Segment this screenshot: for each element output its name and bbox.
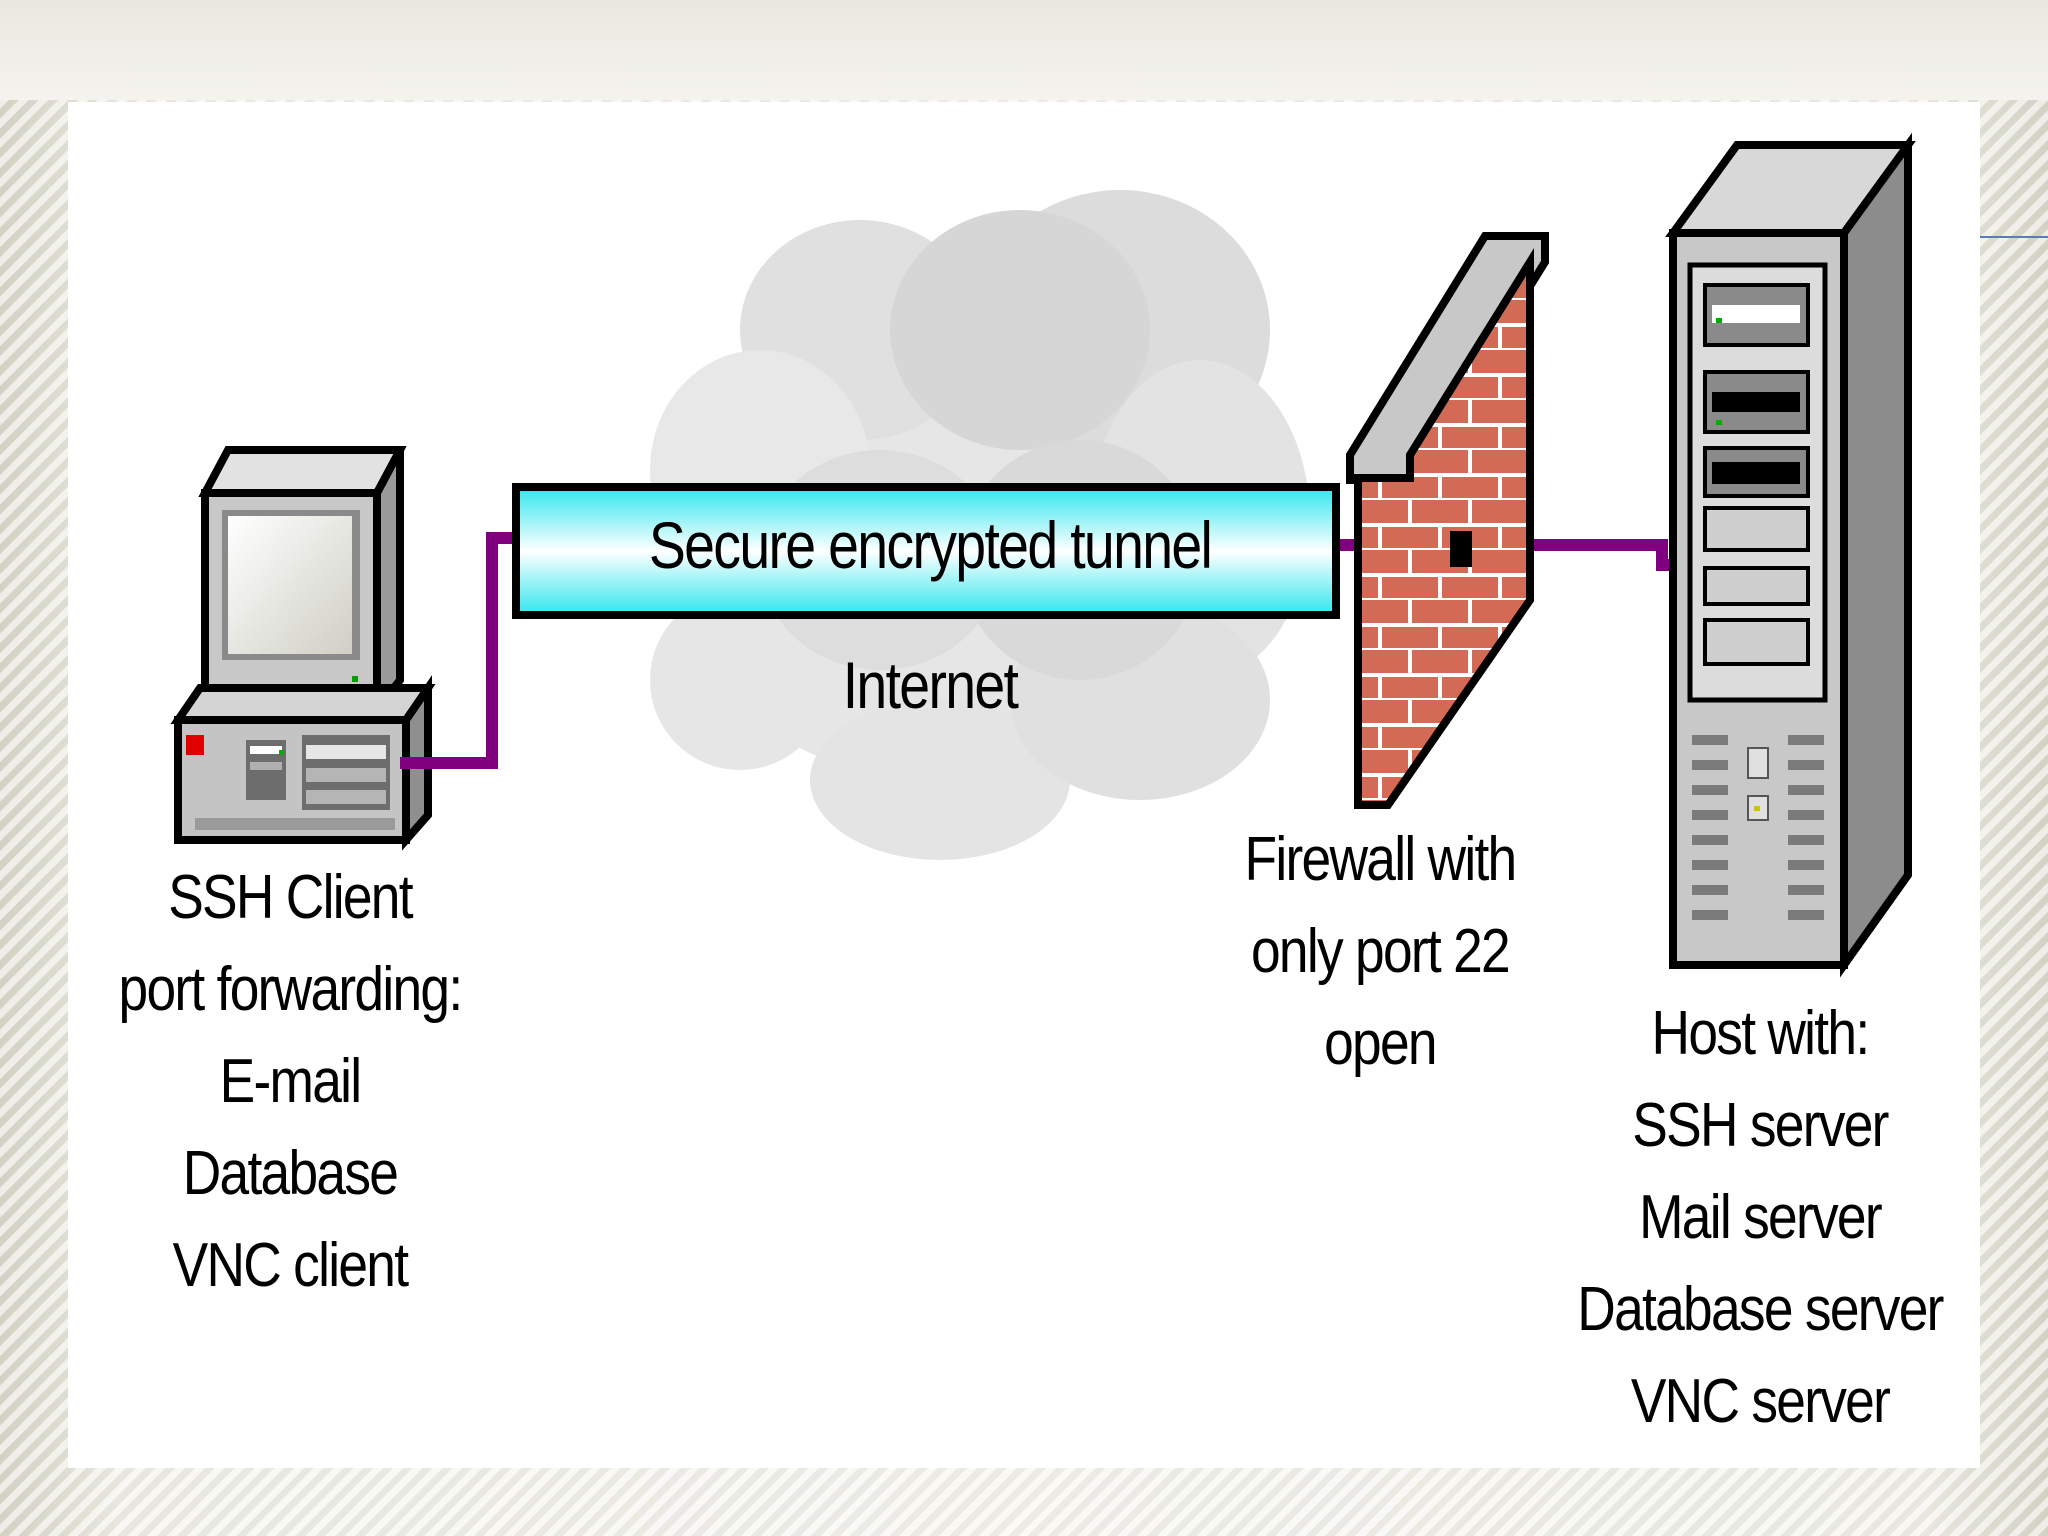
host-label-line: Mail server	[1639, 1183, 1883, 1252]
tunnel-label: Secure encrypted tunnel	[648, 508, 1213, 582]
host-label-line: Database server	[1577, 1275, 1944, 1344]
firewall-label-line: open	[1324, 1009, 1437, 1078]
client-label-line: port forwarding:	[118, 955, 464, 1024]
client-label-line: VNC client	[172, 1231, 409, 1300]
client-label-line: SSH Client	[168, 863, 413, 932]
firewall-label-line: Firewall with	[1244, 825, 1518, 894]
internet-label: Internet	[842, 648, 1019, 722]
client-label: SSH Client port forwarding: E-mail Datab…	[92, 852, 488, 1312]
host-label-line: VNC server	[1630, 1367, 1891, 1436]
host-label: Host with: SSH server Mail server Databa…	[1545, 988, 1975, 1448]
host-label-line: SSH server	[1632, 1091, 1889, 1160]
secure-tunnel	[512, 483, 1340, 619]
host-label-line: Host with:	[1651, 999, 1871, 1068]
client-computer-icon	[170, 446, 436, 851]
host-server-icon	[1665, 132, 1916, 978]
client-label-line: Database	[182, 1139, 399, 1208]
client-label-line: E-mail	[219, 1047, 362, 1116]
firewall-icon	[1346, 232, 1549, 809]
firewall-label: Firewall with only port 22 open	[1191, 814, 1569, 1090]
firewall-label-line: only port 22	[1251, 917, 1511, 986]
accent-line	[1980, 236, 2048, 238]
